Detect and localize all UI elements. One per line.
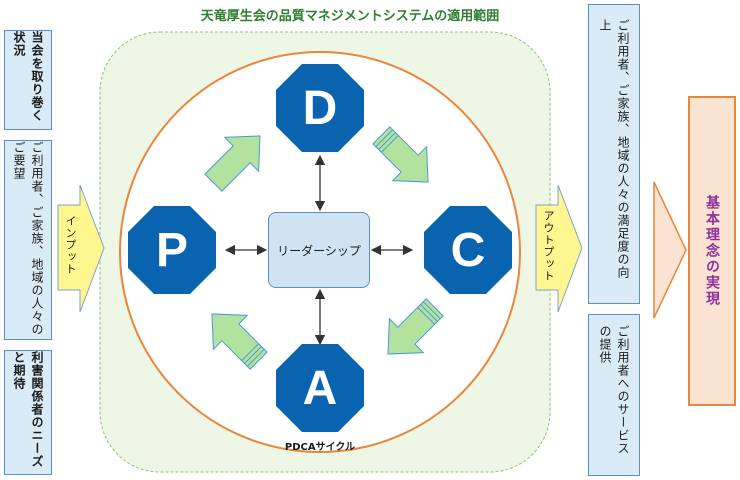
arrow-c-to-a — [387, 298, 444, 355]
goal-label: 基本理念の実現 — [704, 195, 720, 307]
right-box-service-text: ご利用者へのサービスの提供 — [598, 325, 630, 455]
output-arrow — [535, 184, 583, 313]
goal-arrow — [653, 181, 687, 319]
octagon-d — [276, 64, 364, 152]
octagon-c-letter: C — [450, 223, 486, 277]
left-box-situation-text: 当会を取り巻く状況 — [12, 31, 44, 122]
left-box-requests: ご利用者、ご家族、地域の人々のご要望 — [4, 140, 52, 340]
diagram-title: 天竜厚生会の品質マネジメントシステムの適用範囲 — [200, 9, 500, 24]
right-box-satisfaction-text: ご利用者、ご家族、地域の人々の満足度の向上 — [598, 19, 630, 279]
left-box-requests-text: ご利用者、ご家族、地域の人々のご要望 — [12, 141, 44, 336]
leadership-label: リーダーシップ — [277, 243, 361, 258]
octagon-c — [424, 206, 512, 294]
left-box-needs: 利害関係者のニーズと期待 — [4, 350, 52, 475]
output-label: アウトプット — [542, 210, 555, 282]
input-arrow — [57, 184, 105, 313]
octagon-p — [128, 206, 216, 294]
arrow-d-to-c — [372, 126, 429, 183]
left-box-needs-text: 利害関係者のニーズと期待 — [12, 351, 44, 468]
input-label: インプット — [64, 215, 77, 275]
octagon-d-letter: D — [302, 81, 338, 135]
goal-box: 基本理念の実現 — [688, 96, 736, 406]
right-box-satisfaction: ご利用者、ご家族、地域の人々の満足度の向上 — [588, 4, 640, 304]
leadership-box: リーダーシップ — [268, 212, 370, 288]
pdca-caption: PDCAサイクル — [284, 442, 356, 453]
octagon-a-letter: A — [302, 361, 338, 415]
left-box-situation: 当会を取り巻く状況 — [4, 30, 52, 130]
right-box-service: ご利用者へのサービスの提供 — [588, 314, 640, 476]
octagon-a — [276, 344, 364, 432]
arrow-p-to-d — [204, 135, 261, 192]
octagon-p-letter: P — [155, 223, 188, 277]
arrow-a-to-p — [211, 313, 268, 370]
